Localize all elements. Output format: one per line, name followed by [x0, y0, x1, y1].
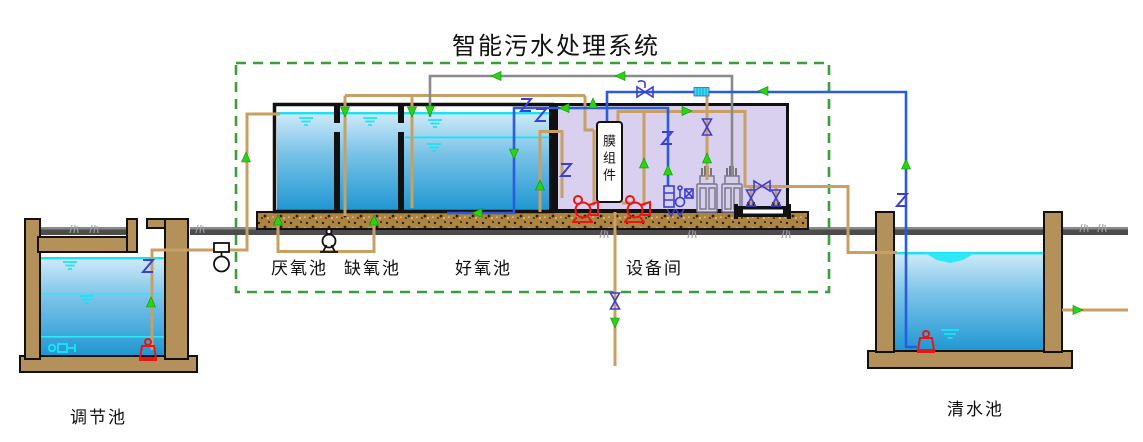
flow-meter-icon: [47, 343, 76, 353]
diagram-title: 智能污水处理系统: [452, 33, 660, 60]
air-pipe: [428, 74, 734, 176]
water-wave-icon: [941, 329, 959, 339]
equipment-room-label: 设备间: [626, 259, 683, 278]
permeate-pipes: [447, 90, 917, 349]
clean-water-tank: [867, 211, 1073, 369]
electromagnetic-flowmeter-icon: [213, 242, 230, 273]
pumps: [138, 195, 936, 361]
instruments: [140, 80, 910, 310]
centrifugal-pump-icon: [624, 195, 651, 223]
water-wave-icon: [63, 261, 94, 304]
membrane-module: [596, 121, 623, 203]
anaerobic-tank-label: 厌氧池: [271, 259, 328, 278]
flow-arrows: [146, 71, 1084, 329]
blower-icon: [696, 166, 743, 213]
level-sensor-icon: [140, 98, 910, 273]
dosing-unit-icon: [663, 185, 694, 218]
centrifugal-pump-icon: [572, 195, 599, 223]
shutoff-valve-icon: [609, 118, 782, 310]
tank-partition: [334, 106, 404, 211]
clean-water-tank-label: 清水池: [947, 400, 1004, 419]
regulation-tank-label: 调节池: [70, 408, 127, 427]
water-wave-icon: [925, 253, 975, 263]
aerobic-tank-label: 好氧池: [455, 259, 512, 278]
system-boundary-dashed-box: [234, 61, 831, 294]
transfer-pump-icon: [320, 228, 338, 253]
membrane-module-label: 膜组件: [601, 134, 616, 185]
shutoff-valve-icon: [753, 179, 771, 193]
water-wave-icon: [299, 117, 442, 152]
anoxic-tank-label: 缺氧池: [344, 259, 401, 278]
flow-meter-icon: [693, 87, 710, 97]
grass-icon: [69, 223, 1107, 239]
regulation-tank: [19, 218, 198, 373]
foundation-slab: [256, 211, 809, 230]
submersible-pump-icon: [916, 330, 936, 353]
butterfly-valve-icon: [636, 80, 654, 99]
submersible-pump-icon: [138, 338, 158, 361]
